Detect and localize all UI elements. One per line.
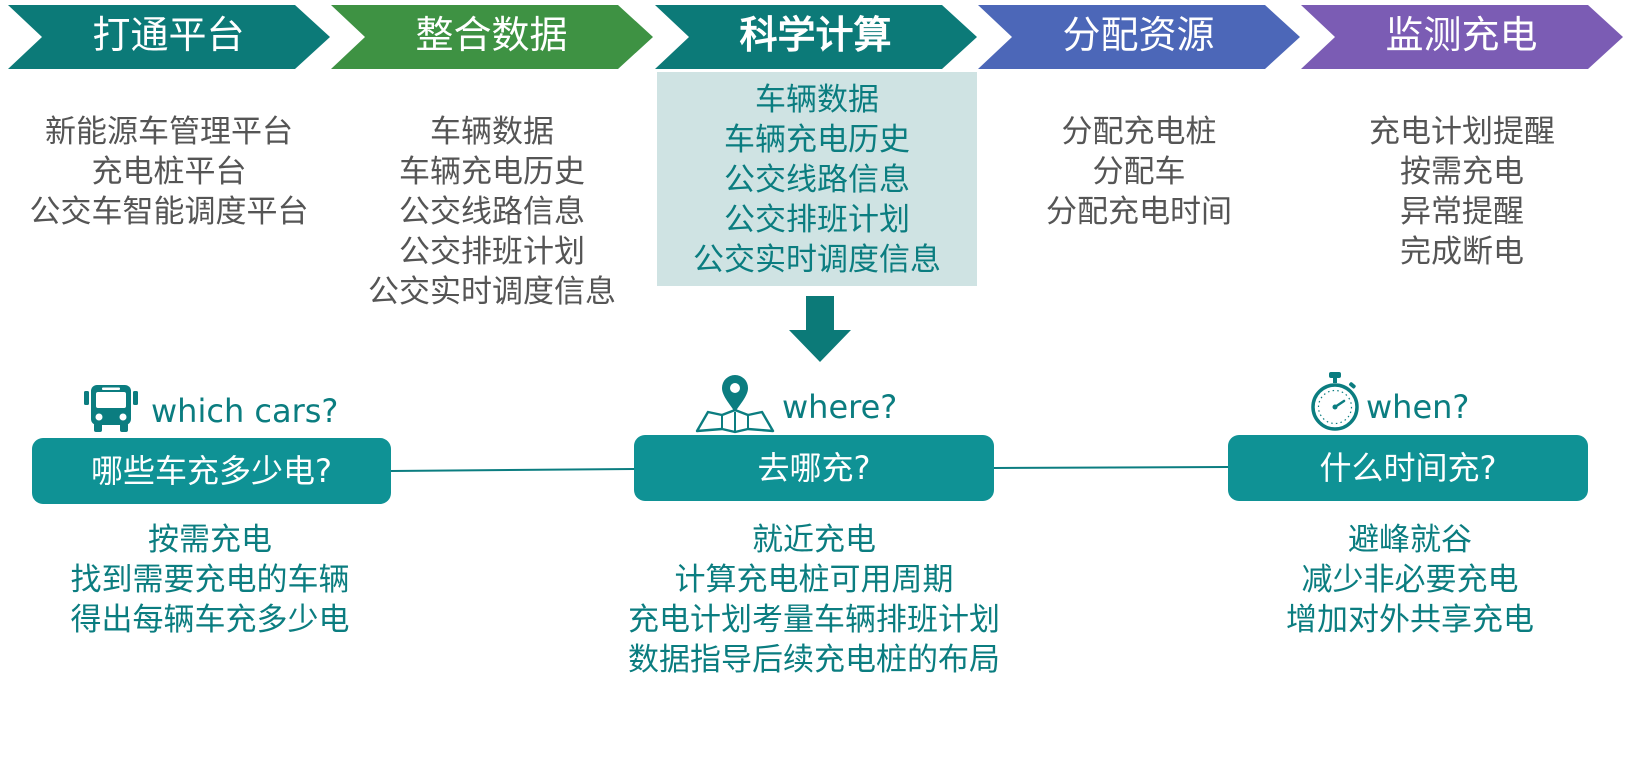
list-item: 充电计划考量车辆排班计划	[628, 602, 1000, 638]
answers-which-cars: 按需充电 找到需要充电的车辆 得出每辆车充多少电	[0, 520, 420, 640]
active-stage-highlight	[657, 72, 977, 286]
list-item: 车辆充电历史	[724, 122, 910, 158]
stage-2-items: 车辆数据 车辆充电历史 公交线路信息 公交排班计划 公交实时调度信息	[331, 112, 653, 312]
stage-title-2: 整合数据	[415, 13, 568, 57]
stage-chevron-5	[1301, 5, 1623, 69]
list-item: 充电计划提醒	[1369, 114, 1555, 150]
list-item: 数据指导后续充电桩的布局	[628, 642, 1000, 678]
question-which-cars: which cars?	[151, 392, 339, 430]
stage-chevron-3	[655, 5, 977, 69]
list-item: 车辆充电历史	[399, 154, 585, 190]
list-item: 减少非必要充电	[1301, 562, 1519, 598]
list-item: 充电桩平台	[91, 154, 247, 190]
stage-title-1: 打通平台	[92, 13, 245, 57]
stopwatch-icon	[1311, 372, 1359, 431]
list-item: 车辆数据	[430, 114, 554, 150]
list-item: 新能源车管理平台	[45, 114, 293, 150]
list-item: 完成断电	[1400, 234, 1524, 270]
stage-3-items: 车辆数据 车辆充电历史 公交线路信息 公交排班计划 公交实时调度信息	[657, 80, 977, 280]
list-item: 按需充电	[1400, 154, 1524, 190]
stage-chevron-1	[8, 5, 330, 69]
list-item: 按需充电	[148, 522, 272, 558]
list-item: 车辆数据	[755, 82, 879, 118]
list-item: 公交线路信息	[399, 194, 585, 230]
pill-where: 去哪充?	[634, 435, 994, 501]
list-item: 公交车智能调度平台	[29, 194, 309, 230]
stage-4-items: 分配充电桩 分配车 分配充电时间	[978, 112, 1300, 232]
question-when: when?	[1366, 388, 1470, 426]
list-item: 计算充电桩可用周期	[674, 562, 954, 598]
list-item: 分配车	[1092, 154, 1186, 190]
pill-when: 什么时间充?	[1228, 435, 1588, 501]
answers-where: 就近充电 计算充电桩可用周期 充电计划考量车辆排班计划 数据指导后续充电桩的布局	[584, 520, 1044, 680]
list-item: 增加对外共享充电	[1286, 602, 1534, 638]
stage-1-items: 新能源车管理平台 充电桩平台 公交车智能调度平台	[8, 112, 330, 232]
list-item: 分配充电时间	[1046, 194, 1232, 230]
list-item: 异常提醒	[1400, 194, 1524, 230]
list-item: 得出每辆车充多少电	[70, 602, 350, 638]
stage-5-items: 充电计划提醒 按需充电 异常提醒 完成断电	[1301, 112, 1623, 272]
map-pin-icon	[695, 375, 775, 434]
list-item: 公交排班计划	[724, 202, 910, 238]
down-arrow-icon	[789, 296, 851, 362]
bus-icon	[84, 385, 138, 432]
list-item: 避峰就谷	[1348, 522, 1472, 558]
pill-which-cars: 哪些车充多少电?	[32, 438, 391, 504]
answers-when: 避峰就谷 减少非必要充电 增加对外共享充电	[1200, 520, 1620, 640]
stage-title-5: 监测充电	[1385, 13, 1538, 57]
list-item: 找到需要充电的车辆	[70, 562, 350, 598]
stage-title-3: 科学计算	[739, 13, 892, 57]
list-item: 公交实时调度信息	[368, 274, 616, 310]
list-item: 公交排班计划	[399, 234, 585, 270]
question-where: where?	[782, 388, 898, 426]
list-item: 就近充电	[752, 522, 876, 558]
stage-title-4: 分配资源	[1062, 13, 1215, 57]
list-item: 公交实时调度信息	[693, 242, 941, 278]
process-chevron-bar	[8, 5, 1623, 69]
stage-chevron-2	[331, 5, 653, 69]
stage-chevron-4	[978, 5, 1300, 69]
list-item: 公交线路信息	[724, 162, 910, 198]
list-item: 分配充电桩	[1061, 114, 1217, 150]
